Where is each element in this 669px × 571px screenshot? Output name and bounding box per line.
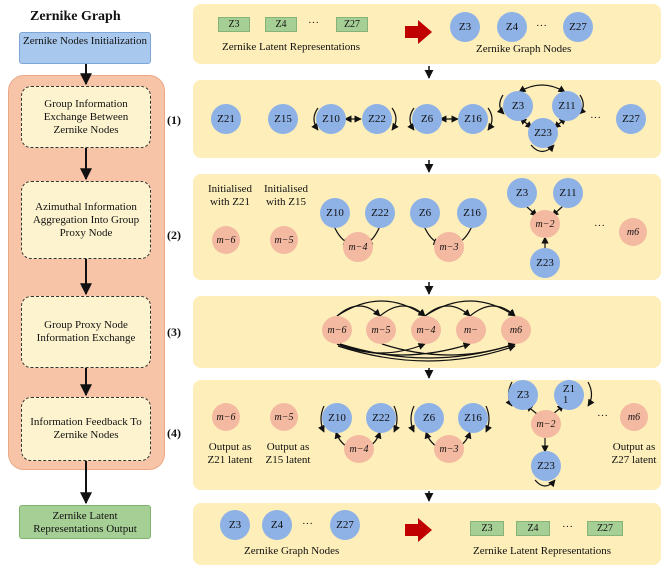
step-label-4: (4) xyxy=(167,426,181,440)
r1-node-z11: Z11 xyxy=(552,91,582,121)
r2-proxy-m-3: m−3 xyxy=(434,232,464,262)
r1-node-z6: Z6 xyxy=(412,104,442,134)
r4-node-z11: Z1 1 xyxy=(554,380,584,410)
step-box-3: Group Proxy Node Information Exchange xyxy=(21,296,151,368)
top-pill-z3: Z3 xyxy=(218,17,250,32)
step-label-3: (3) xyxy=(167,325,181,339)
r4-ellipsis: ··· xyxy=(597,410,608,422)
bottom-nodes-label: Zernike Graph Nodes xyxy=(244,545,340,557)
r4-node-z16: Z16 xyxy=(458,403,488,433)
r4-node-z6: Z6 xyxy=(414,403,444,433)
self-loop-z23 xyxy=(530,144,555,153)
self-loop-z3 xyxy=(496,94,505,115)
r4-proxy-m-5: m−5 xyxy=(270,403,298,431)
top-pill-ellipsis: ··· xyxy=(308,17,319,29)
r2-init-label-1: Initialised with Z21 xyxy=(208,183,252,208)
r1-node-z10: Z10 xyxy=(316,104,346,134)
self-loop-z22 xyxy=(391,107,399,131)
self-loop-z16 xyxy=(487,107,495,131)
init-box: Zernike Nodes Initialization xyxy=(19,32,151,64)
step-label-1: (1) xyxy=(167,113,181,127)
r1-node-z22: Z22 xyxy=(362,104,392,134)
r4-node-z10: Z10 xyxy=(322,403,352,433)
r2-node-z3: Z3 xyxy=(507,178,537,208)
r4-proxy-m6: m6 xyxy=(620,403,648,431)
r2-node-z6: Z6 xyxy=(410,198,440,228)
self-loop-z6 xyxy=(407,107,415,131)
r1-node-z16: Z16 xyxy=(458,104,488,134)
r2-proxy-m-2: m−2 xyxy=(530,210,560,238)
bottom-pills-label: Zernike Latent Representations xyxy=(473,545,612,557)
r3-proxy-m-6: m−6 xyxy=(322,316,352,344)
loop4-z6 xyxy=(408,405,415,433)
step-label-2: (2) xyxy=(167,228,181,242)
r4-node-z23: Z23 xyxy=(531,451,561,481)
r3-proxy-m6: m6 xyxy=(501,316,531,344)
step-box-1: Group Information Exchange Between Zerni… xyxy=(21,86,151,148)
loop4-z22 xyxy=(393,405,400,433)
r1-node-z27: Z27 xyxy=(616,104,646,134)
step-box-2: Azimuthal Information Aggregation Into G… xyxy=(21,181,151,259)
r3-proxy-m-: m− xyxy=(456,316,486,344)
r2-init-label-2: Initialised with Z15 xyxy=(264,183,308,208)
loop4-z23 xyxy=(534,479,556,488)
r4-output-label-1: Output as Z21 latent xyxy=(207,441,253,466)
bottom-pill-z27: Z27 xyxy=(587,521,623,536)
r2-node-z11: Z11 xyxy=(553,178,583,208)
r2-node-z23: Z23 xyxy=(530,248,560,278)
r1-node-z21: Z21 xyxy=(211,104,241,134)
r4-output-label-3: Output as Z27 latent xyxy=(611,441,657,466)
r2-node-z10: Z10 xyxy=(320,198,350,228)
loop4-z10 xyxy=(318,405,325,433)
diagram-title: Zernike Graph xyxy=(30,9,121,24)
top-pills-label: Zernike Latent Representations xyxy=(222,41,361,53)
top-pill-z27: Z27 xyxy=(336,17,368,32)
top-pill-z4: Z4 xyxy=(265,17,297,32)
r2-node-z22: Z22 xyxy=(365,198,395,228)
r2-ellipsis: ··· xyxy=(594,220,605,232)
bottom-pill-z4: Z4 xyxy=(516,521,550,536)
r3-proxy-m-4: m−4 xyxy=(411,316,441,344)
r2-proxy-m-6: m−6 xyxy=(212,226,240,254)
loop4-z11 xyxy=(587,381,595,407)
bottom-node-z4: Z4 xyxy=(262,510,292,540)
r4-proxy-m-4: m−4 xyxy=(344,435,374,463)
top-node-z4: Z4 xyxy=(497,12,527,42)
bottom-pill-ellipsis: ··· xyxy=(562,521,573,533)
r2-proxy-m-5: m−5 xyxy=(270,226,298,254)
top-node-z3: Z3 xyxy=(450,12,480,42)
loop4-z16 xyxy=(485,405,492,433)
red-arrow-top xyxy=(405,20,432,44)
bottom-pill-z3: Z3 xyxy=(470,521,504,536)
r2-proxy-m6: m6 xyxy=(619,218,647,246)
r1-node-z3: Z3 xyxy=(503,91,533,121)
r1-node-z15: Z15 xyxy=(268,104,298,134)
r4-node-z22: Z22 xyxy=(366,403,396,433)
r4-output-label-2: Output as Z15 latent xyxy=(265,441,311,466)
r2-proxy-m-4: m−4 xyxy=(343,232,373,262)
r4-node-z3: Z3 xyxy=(508,380,538,410)
r1-node-z23: Z23 xyxy=(528,118,558,148)
top-nodes-label: Zernike Graph Nodes xyxy=(476,43,572,55)
step-box-4: Information Feedback To Zernike Nodes xyxy=(21,397,151,461)
bottom-node-z27: Z27 xyxy=(330,510,360,540)
output-box: Zernike Latent Representations Output xyxy=(19,505,151,539)
r2-node-z16: Z16 xyxy=(457,198,487,228)
self-loop-z10 xyxy=(311,107,319,131)
bottom-node-ellipsis: ··· xyxy=(302,518,313,530)
edge-z3-z11 xyxy=(518,84,566,93)
r4-proxy-m-6: m−6 xyxy=(212,403,240,431)
red-arrow-bottom xyxy=(405,518,432,542)
top-node-ellipsis: ··· xyxy=(536,20,547,32)
r1-ellipsis: ··· xyxy=(590,112,601,124)
r3-proxy-m-5: m−5 xyxy=(366,316,396,344)
top-node-z27: Z27 xyxy=(563,12,593,42)
proxy-exchange-arcs xyxy=(336,300,516,362)
bottom-node-z3: Z3 xyxy=(220,510,250,540)
r4-proxy-m-2: m−2 xyxy=(531,410,561,438)
r4-proxy-m-3: m−3 xyxy=(434,435,464,463)
